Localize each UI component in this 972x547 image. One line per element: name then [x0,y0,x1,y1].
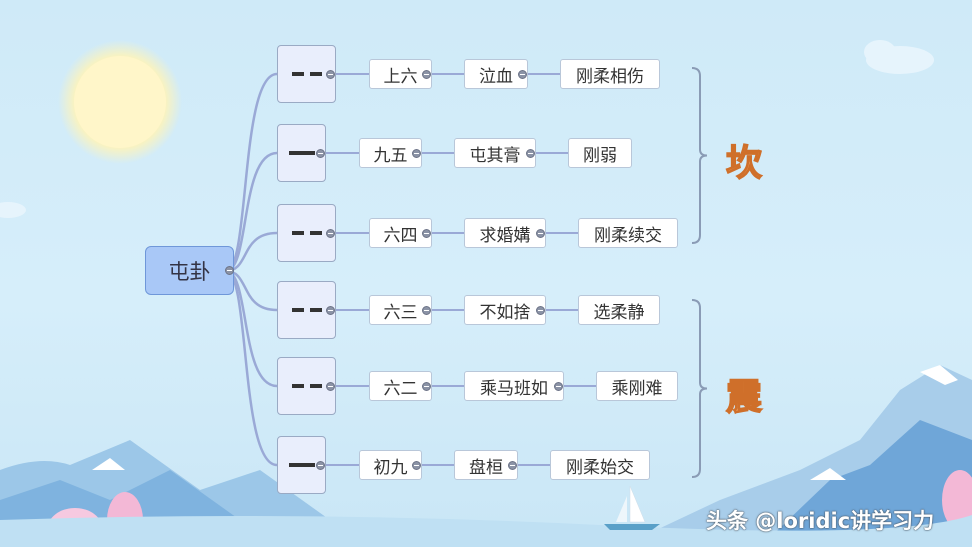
position-collapse-toggle[interactable] [422,229,431,238]
solid-line-icon [288,463,315,467]
position-collapse-toggle[interactable] [422,382,431,391]
line-position-node[interactable]: 六四 [369,218,432,248]
phrase-collapse-toggle[interactable] [508,461,517,470]
line-meaning-node[interactable]: 刚柔续交 [578,218,678,248]
phrase-collapse-toggle[interactable] [554,382,563,391]
line-phrase-node[interactable]: 泣血 [464,59,528,89]
line-phrase-node[interactable]: 乘马班如 [464,371,564,401]
lower-trigram-label: 震 [725,375,763,419]
position-collapse-toggle[interactable] [422,306,431,315]
broken-line-icon [291,384,322,388]
root-collapse-toggle[interactable] [225,266,234,275]
line-node-collapse-toggle[interactable] [326,70,335,79]
broken-line-icon [291,308,322,312]
lower-trigram-bracket [691,299,708,478]
line-position-node[interactable]: 六三 [369,295,432,325]
line-node-collapse-toggle[interactable] [326,382,335,391]
line-meaning-node[interactable]: 刚弱 [568,138,632,168]
cloud-icon [0,40,934,218]
line-phrase-node[interactable]: 不如捨 [464,295,546,325]
mountains-right [620,365,972,547]
root-node[interactable]: 屯卦 [145,246,234,295]
broken-line-icon [291,72,322,76]
line-meaning-node[interactable]: 选柔静 [578,295,660,325]
phrase-collapse-toggle[interactable] [536,229,545,238]
line-phrase-node[interactable]: 盘桓 [454,450,518,480]
root-label: 屯卦 [168,259,211,284]
line-position-node[interactable]: 初九 [359,450,422,480]
watermark: 头条 @loridic讲学习力 [706,509,935,533]
upper-trigram-bracket [691,67,708,244]
line-node-collapse-toggle[interactable] [316,149,325,158]
line-phrase-node[interactable]: 求婚媾 [464,218,546,248]
line-node-collapse-toggle[interactable] [326,229,335,238]
yang-line-node[interactable] [277,124,326,182]
phrase-collapse-toggle[interactable] [518,70,527,79]
line-position-node[interactable]: 九五 [359,138,422,168]
line-meaning-node[interactable]: 刚柔相伤 [560,59,660,89]
phrase-collapse-toggle[interactable] [536,306,545,315]
upper-trigram-label: 坎 [725,141,763,185]
line-position-node[interactable]: 六二 [369,371,432,401]
position-collapse-toggle[interactable] [422,70,431,79]
position-collapse-toggle[interactable] [412,461,421,470]
line-meaning-node[interactable]: 乘刚难 [596,371,678,401]
sailboat-icon [604,485,660,530]
broken-line-icon [291,231,322,235]
line-node-collapse-toggle[interactable] [326,306,335,315]
position-collapse-toggle[interactable] [412,149,421,158]
phrase-collapse-toggle[interactable] [526,149,535,158]
solid-line-icon [288,151,315,155]
line-phrase-node[interactable]: 屯其膏 [454,138,536,168]
line-meaning-node[interactable]: 刚柔始交 [550,450,650,480]
branch-connector [225,72,278,273]
line-position-node[interactable]: 上六 [369,59,432,89]
line-node-collapse-toggle[interactable] [316,461,325,470]
